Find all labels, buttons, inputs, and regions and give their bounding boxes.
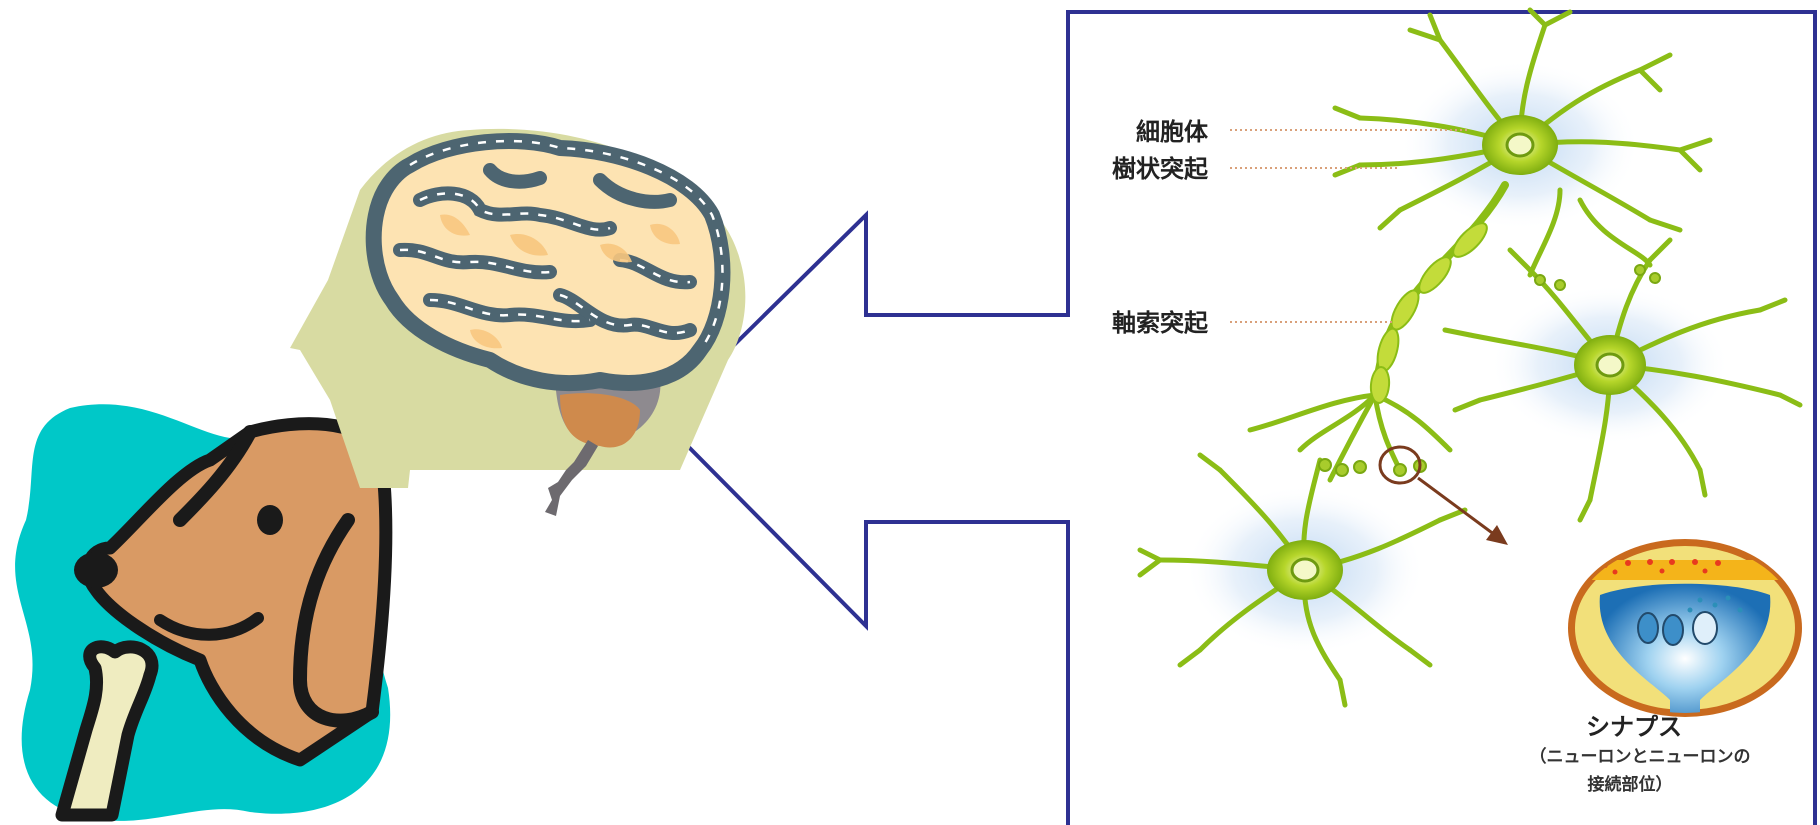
brain-in-head-icon <box>290 129 745 516</box>
label-cell-body: 細胞体 <box>1136 118 1209 146</box>
synapse-title: シナプス <box>1586 713 1682 741</box>
label-dendrite: 樹状突起 <box>1112 155 1209 183</box>
synapse-caption-line2: 接続部位） <box>1588 774 1673 795</box>
synapse-caption-line1: （ニューロンとニューロンの <box>1530 746 1751 767</box>
label-axon: 軸索突起 <box>1112 309 1209 337</box>
dog-with-bone-icon <box>15 404 391 821</box>
